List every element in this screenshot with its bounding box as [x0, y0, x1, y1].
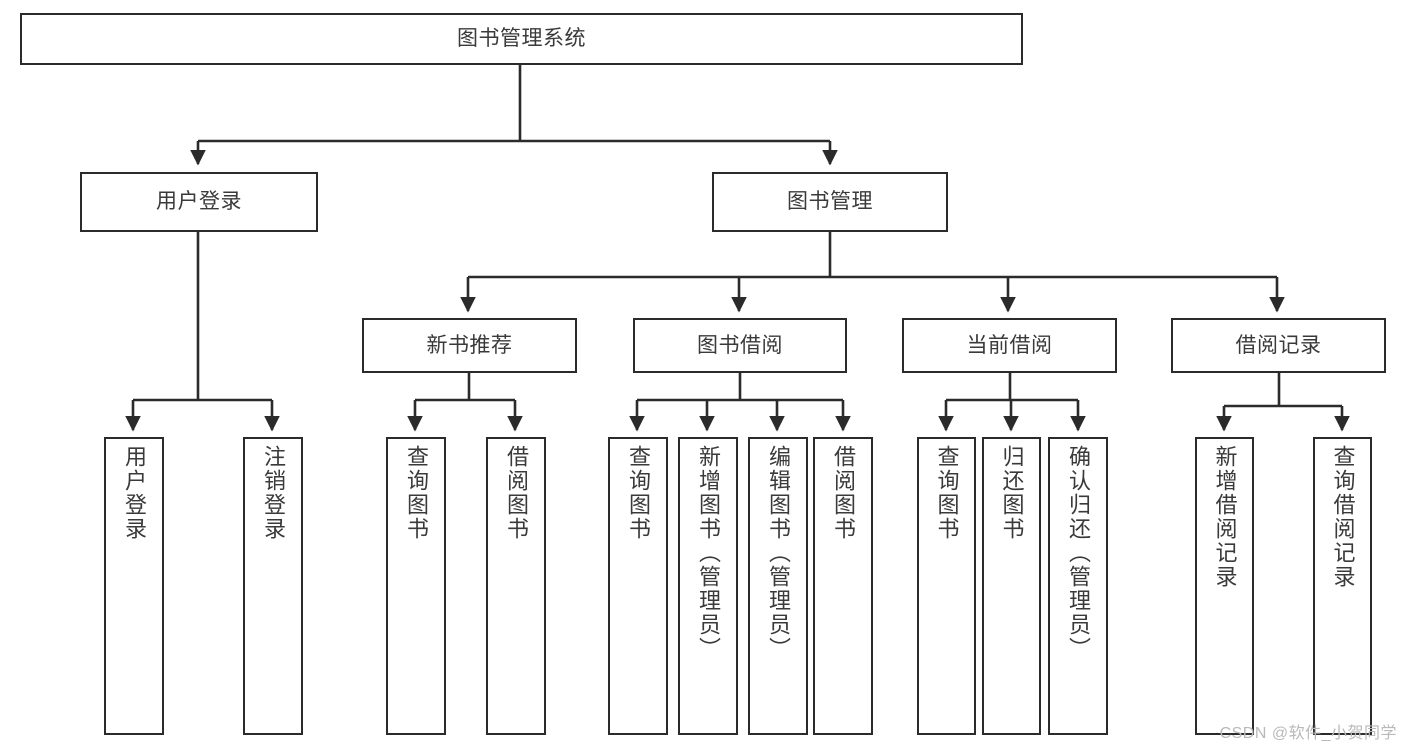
- leaf-logout-label: 注销登录: [261, 445, 286, 541]
- leaf-query-book-new[interactable]: 查询图书: [386, 437, 446, 735]
- leaf-query-book-borrow-label: 查询图书: [626, 445, 651, 541]
- leaf-query-borrow-record-label: 查询借阅记录: [1330, 445, 1356, 589]
- leaf-user-login[interactable]: 用户登录: [104, 437, 164, 735]
- node-user-login-label: 用户登录: [156, 190, 242, 214]
- leaf-query-book-current-label: 查询图书: [934, 445, 960, 541]
- leaf-add-borrow-record-label: 新增借阅记录: [1212, 445, 1238, 589]
- leaf-borrow-book-label: 借阅图书: [831, 445, 856, 541]
- node-book-management[interactable]: 图书管理: [712, 172, 948, 232]
- leaf-add-book-admin-label: 新增图书（管理员）: [696, 445, 721, 661]
- node-new-book-recommend-label: 新书推荐: [426, 333, 513, 357]
- leaf-query-book-new-label: 查询图书: [404, 445, 429, 541]
- leaf-query-book-current[interactable]: 查询图书: [917, 437, 976, 735]
- leaf-borrow-book-new[interactable]: 借阅图书: [486, 437, 546, 735]
- node-root[interactable]: 图书管理系统: [20, 13, 1023, 65]
- leaf-return-book-label: 归还图书: [999, 445, 1025, 541]
- leaf-user-login-label: 用户登录: [122, 445, 147, 541]
- node-book-management-label: 图书管理: [787, 190, 873, 214]
- node-current-borrow[interactable]: 当前借阅: [902, 318, 1117, 373]
- leaf-confirm-return-admin-label: 确认归还（管理员）: [1066, 445, 1091, 661]
- node-borrow-record[interactable]: 借阅记录: [1171, 318, 1386, 373]
- node-new-book-recommend[interactable]: 新书推荐: [362, 318, 577, 373]
- node-borrow-record-label: 借阅记录: [1235, 333, 1322, 357]
- node-user-login[interactable]: 用户登录: [80, 172, 318, 232]
- node-book-borrow[interactable]: 图书借阅: [633, 318, 847, 373]
- leaf-query-borrow-record[interactable]: 查询借阅记录: [1313, 437, 1372, 735]
- node-book-borrow-label: 图书借阅: [697, 333, 783, 357]
- leaf-edit-book-admin-label: 编辑图书（管理员）: [766, 445, 791, 661]
- leaf-add-borrow-record[interactable]: 新增借阅记录: [1195, 437, 1254, 735]
- leaf-edit-book-admin[interactable]: 编辑图书（管理员）: [748, 437, 808, 735]
- leaf-query-book-borrow[interactable]: 查询图书: [608, 437, 668, 735]
- leaf-logout[interactable]: 注销登录: [243, 437, 303, 735]
- leaf-return-book[interactable]: 归还图书: [982, 437, 1041, 735]
- node-root-label: 图书管理系统: [457, 27, 586, 51]
- leaf-borrow-book-new-label: 借阅图书: [504, 445, 529, 541]
- leaf-borrow-book[interactable]: 借阅图书: [813, 437, 873, 735]
- leaf-add-book-admin[interactable]: 新增图书（管理员）: [678, 437, 738, 735]
- leaf-confirm-return-admin[interactable]: 确认归还（管理员）: [1048, 437, 1108, 735]
- node-current-borrow-label: 当前借阅: [966, 333, 1053, 357]
